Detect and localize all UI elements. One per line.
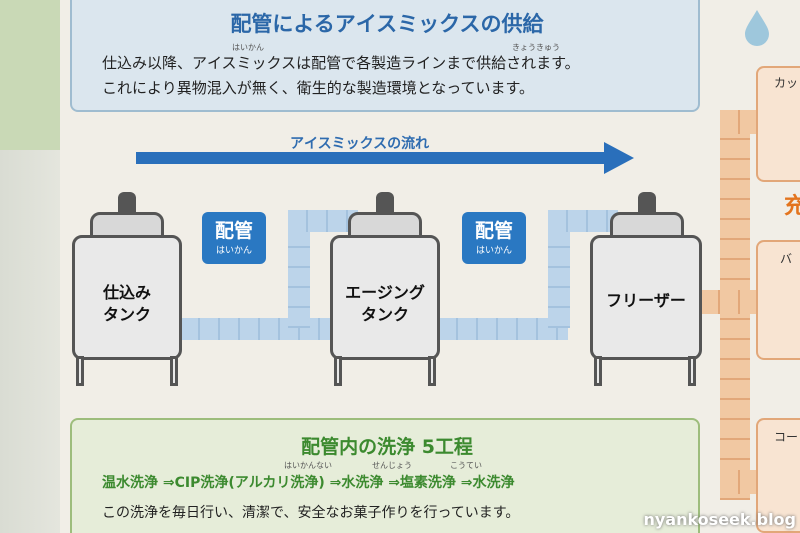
pipe-2-top bbox=[548, 210, 618, 232]
right-card-3: コー bbox=[756, 418, 800, 533]
ruby-kyoukyuu: きょうきゅう bbox=[512, 43, 560, 52]
wall-strip bbox=[0, 0, 70, 150]
cleaning-steps: 温水洗浄 ⇒CIP洗浄(アルカリ洗浄) ⇒水洗浄 ⇒塩素洗浄 ⇒水洗浄 bbox=[102, 475, 515, 491]
flow-arrow-bar bbox=[136, 152, 606, 164]
tank-1-leg-left bbox=[76, 356, 84, 386]
tank-3-body bbox=[590, 235, 702, 360]
pipe-2-bottom bbox=[438, 318, 568, 340]
tank-1-label: 仕込みタンク bbox=[102, 283, 151, 324]
flow-arrow-head-icon bbox=[604, 142, 634, 174]
tank-3-cap bbox=[638, 192, 656, 218]
right-card-2: バ bbox=[756, 240, 800, 360]
orange-pipe-branch bbox=[700, 290, 756, 314]
flow-label: アイスミックスの流れ bbox=[290, 136, 430, 152]
ruby-senjou: せんじょう bbox=[372, 461, 412, 470]
tank-3-label: フリーザー bbox=[606, 291, 686, 310]
ruby-koutei: こうてい bbox=[450, 461, 482, 470]
tank-3-leg-right bbox=[688, 356, 696, 386]
water-drop-icon bbox=[745, 10, 769, 46]
ruby-haikan: はいかん bbox=[232, 43, 264, 52]
tank-2-leg-left bbox=[334, 356, 342, 386]
pipe-1-riser bbox=[288, 228, 310, 328]
right-fill-label: 充 bbox=[784, 194, 800, 219]
watermark: nyankoseek.blog bbox=[643, 510, 796, 529]
supply-line-1: 仕込み以降、アイスミックスは配管で各製造ラインまで供給されます。 bbox=[102, 54, 580, 72]
cleaning-line: この洗浄を毎日行い、清潔で、安全なお菓子作りを行っています。 bbox=[102, 505, 520, 521]
supply-line-2: これにより異物混入が無く、衛生的な製造環境となっています。 bbox=[102, 79, 535, 97]
right-card-1: カッ bbox=[756, 66, 800, 182]
tank-3-leg-left bbox=[594, 356, 602, 386]
tank-1-cap bbox=[118, 192, 136, 218]
pipe-1-top bbox=[288, 210, 358, 232]
pipe-2-riser bbox=[548, 228, 570, 328]
tank-2-leg-right bbox=[428, 356, 436, 386]
pipe-badge-1: 配管はいかん bbox=[202, 212, 266, 264]
tank-1-leg-right bbox=[170, 356, 178, 386]
pipe-badge-2: 配管はいかん bbox=[462, 212, 526, 264]
tank-2-cap bbox=[376, 192, 394, 218]
orange-pipe-bottom bbox=[720, 470, 760, 494]
tank-2-body bbox=[330, 235, 440, 360]
orange-pipe-top bbox=[720, 110, 760, 134]
cleaning-title: 配管内の洗浄 5工程 bbox=[301, 436, 473, 458]
cleaning-info-box: 配管内の洗浄 5工程 はいかんない せんじょう こうてい 温水洗浄 ⇒CIP洗浄… bbox=[70, 418, 700, 533]
tank-2-label: エージングタンク bbox=[345, 283, 425, 324]
ruby-haikannai: はいかんない bbox=[284, 461, 332, 470]
supply-title: 配管によるアイスミックスの供給 bbox=[230, 12, 544, 36]
tank-1-body bbox=[72, 235, 182, 360]
supply-info-box: 配管によるアイスミックスの供給 はいかん きょうきゅう 仕込み以降、アイスミック… bbox=[70, 0, 700, 112]
